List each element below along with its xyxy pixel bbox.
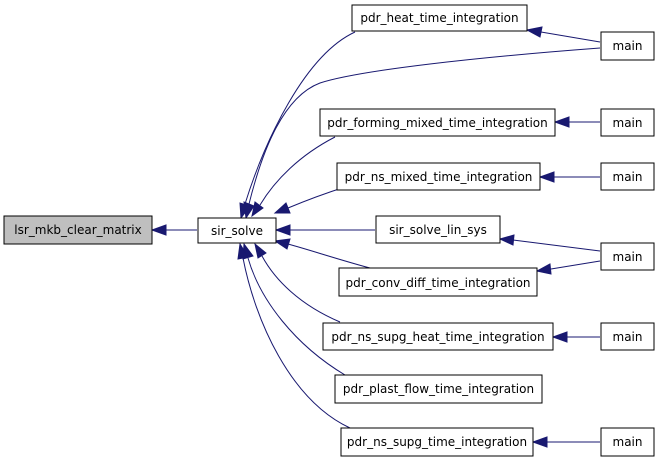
node-label-pdr_conv_diff_time_integration: pdr_conv_diff_time_integration (345, 276, 530, 290)
node-label-main-1: main (613, 39, 643, 53)
node-label-pdr_ns_supg_heat_time_integration: pdr_ns_supg_heat_time_integration (331, 330, 544, 344)
node-pdr_heat_time_integration[interactable]: pdr_heat_time_integration (351, 4, 528, 32)
node-pdr_ns_mixed_time_integration[interactable]: pdr_ns_mixed_time_integration (336, 162, 541, 191)
node-label-pdr_heat_time_integration: pdr_heat_time_integration (360, 11, 518, 25)
edge-main2-to-forming (553, 116, 600, 128)
node-main-5[interactable]: main (600, 322, 655, 351)
edge-conv_diff-to-sir_solve (273, 238, 371, 269)
node-label-main-6: main (613, 435, 643, 449)
edge-sir_solve-to-lsr_mkb_clear_matrix (150, 224, 197, 236)
node-label-lsr_mkb_clear_matrix: lsr_mkb_clear_matrix (14, 223, 142, 237)
edge-supg_heat-to-sir_solve (254, 242, 341, 323)
node-main-2[interactable]: main (600, 108, 655, 137)
edge-main5-to-supg_heat (551, 331, 600, 343)
node-label-pdr_forming_mixed_time_integration: pdr_forming_mixed_time_integration (327, 116, 548, 130)
node-lsr_mkb_clear_matrix[interactable]: lsr_mkb_clear_matrix (3, 215, 153, 245)
edge-main-to-sir_solve (243, 47, 601, 220)
edge-ns_supg-to-sir_solve (237, 242, 351, 429)
node-pdr_conv_diff_time_integration[interactable]: pdr_conv_diff_time_integration (338, 267, 538, 297)
edge-main4-to-conv_diff (535, 260, 601, 275)
node-label-main-4: main (613, 250, 643, 264)
node-main-3[interactable]: main (600, 162, 655, 191)
node-label-pdr_plast_flow_time_integration: pdr_plast_flow_time_integration (343, 382, 534, 396)
node-pdr_forming_mixed_time_integration[interactable]: pdr_forming_mixed_time_integration (319, 108, 556, 137)
node-pdr_ns_supg_time_integration[interactable]: pdr_ns_supg_time_integration (340, 427, 534, 457)
edge-plast_flow-to-sir_solve (242, 242, 346, 376)
node-sir_solve[interactable]: sir_solve (197, 217, 277, 244)
edge-main4-to-solve_lin_sys (498, 234, 601, 252)
node-label-sir_solve: sir_solve (211, 224, 263, 238)
edge-forming-to-sir_solve (251, 136, 336, 218)
node-label-main-3: main (613, 170, 643, 184)
node-label-main-2: main (613, 116, 643, 130)
edge-main1-to-heat (525, 26, 601, 43)
node-label-sir_solve_lin_sys: sir_solve_lin_sys (389, 223, 487, 237)
node-pdr_ns_supg_heat_time_integration[interactable]: pdr_ns_supg_heat_time_integration (322, 322, 554, 351)
node-label-main-5: main (613, 330, 643, 344)
node-label-pdr_ns_mixed_time_integration: pdr_ns_mixed_time_integration (345, 170, 533, 184)
node-label-pdr_ns_supg_time_integration: pdr_ns_supg_time_integration (347, 435, 527, 449)
edge-main3-to-ns_mixed (538, 171, 600, 183)
edge-solve_lin_sys-to-sir_solve (274, 224, 375, 236)
node-main-4[interactable]: main (600, 242, 655, 271)
edge-main6-to-ns_supg (531, 436, 600, 448)
node-pdr_plast_flow_time_integration[interactable]: pdr_plast_flow_time_integration (334, 374, 543, 404)
node-main-1[interactable]: main (600, 31, 655, 61)
edge-ns_mixed-to-sir_solve (273, 186, 346, 214)
node-main-6[interactable]: main (600, 427, 655, 457)
node-sir_solve_lin_sys[interactable]: sir_solve_lin_sys (375, 215, 501, 244)
